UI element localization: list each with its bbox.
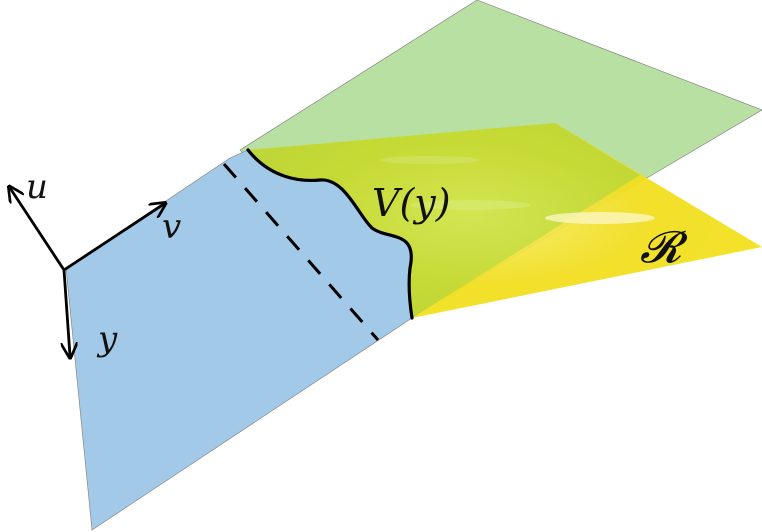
u-axis-arrow [10, 188, 66, 271]
label-v-of-y: V(y) [372, 181, 451, 225]
dashed-line [222, 163, 380, 341]
label-v: v [162, 207, 181, 247]
green-yellow-overlap [248, 123, 640, 318]
label-u: u [26, 167, 48, 207]
label-region-r: 𝓡 [640, 222, 688, 273]
v-axis-arrow [63, 204, 164, 272]
label-y: y [96, 319, 118, 359]
highlight-streak [380, 156, 480, 164]
boundary-curve [246, 148, 414, 320]
highlight-streak [410, 200, 530, 210]
y-axis-arrow [64, 269, 70, 356]
highlight-streak [545, 212, 655, 224]
